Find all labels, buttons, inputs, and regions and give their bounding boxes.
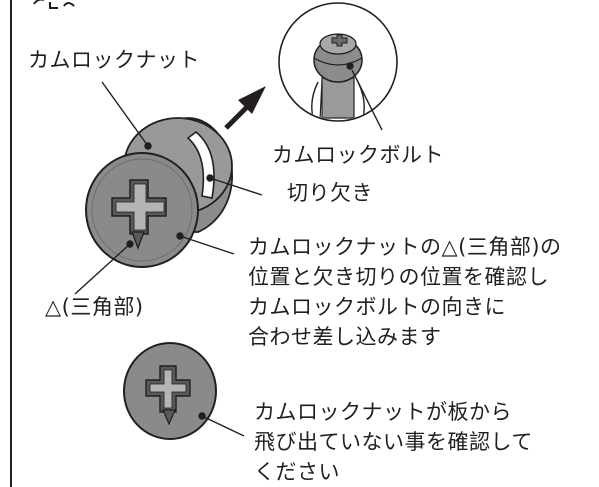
leader-triangle: [74, 243, 131, 295]
cropped-heading-remnant: [33, 0, 75, 9]
leader-instruction-1: [179, 235, 235, 255]
leader-bolt: [351, 69, 383, 131]
leader-notch-dot: [206, 174, 214, 182]
cam-lock-nut-flush-graphic: [123, 342, 217, 440]
direction-arrow: [224, 86, 266, 130]
cam-lock-nut-graphic: [85, 117, 233, 268]
leader-nut-dot: [144, 142, 152, 150]
label-triangle-part: △(三角部): [45, 295, 144, 319]
zoom-circle: [278, 2, 398, 122]
label-cam-lock-bolt: カムロックボルト: [272, 143, 444, 167]
instruction-check-flush: カムロックナットが板から 飛び出ていない事を確認して ください: [254, 400, 533, 484]
leader-triangle-dot: [126, 240, 134, 248]
leader-instruction-2: [201, 415, 245, 437]
label-cam-lock-nut: カムロックナット: [28, 48, 200, 72]
leader-notch: [209, 177, 263, 196]
leader-instruction-2-dot: [198, 412, 206, 420]
cam-lock-bolt-graphic: [311, 33, 365, 120]
leader-instruction-1-dot: [176, 232, 184, 240]
instruction-align: カムロックナットの△(三角部)の 位置と欠き切りの位置を確認し カムロックボルト…: [248, 235, 562, 349]
leader-lines: [74, 62, 383, 437]
label-notch: 切り欠き: [287, 181, 373, 205]
leader-nut: [101, 81, 149, 147]
leader-bolt-dot: [346, 62, 354, 70]
